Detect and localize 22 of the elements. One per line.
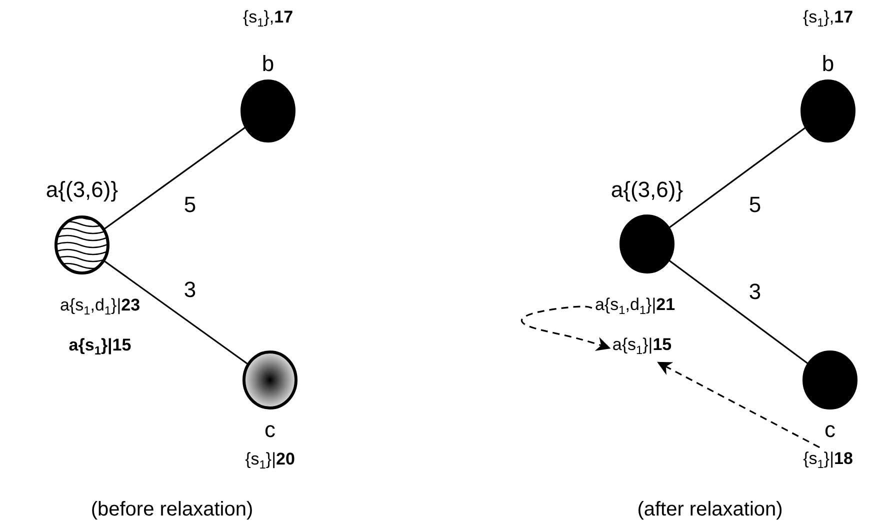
panel-caption: (before relaxation) [90,498,254,522]
vertex-annotation: {s$_{1}$}|20 [245,449,295,474]
dashed-arrow [657,362,820,448]
dashed-arrow [520,306,611,351]
vertex-label: c [264,418,276,442]
edge-line [668,260,808,364]
vertex-annotation: a{s$_{1}$,d$_{1}$}|21 [594,295,676,314]
vertex-annotation: {s$_{1}$},17 [242,7,294,32]
edge-line [104,126,246,230]
vertex-annotation: a{s$_{1}$}|15 [612,335,672,354]
vertex-label: b [260,52,276,76]
vertex-label: a{(3,6)} [44,178,120,202]
vertex-annotation: a{s$_{1}$,d$_{1}$}|23 [60,295,140,320]
edge-line [104,260,248,365]
panel-caption: (after relaxation) [637,498,783,522]
vertex-label: b [820,52,836,76]
vertex-label: a{(3,6)} [610,178,684,202]
vertex-label: c [824,418,836,442]
vertex-annotation: a{s$_{1}$}|15 [68,335,132,360]
vertex-annotation: {s$_{1}$},17 [802,7,854,32]
vertex-annotation: {s$_{1}$}|18 [803,449,853,468]
edge-line [668,127,806,228]
